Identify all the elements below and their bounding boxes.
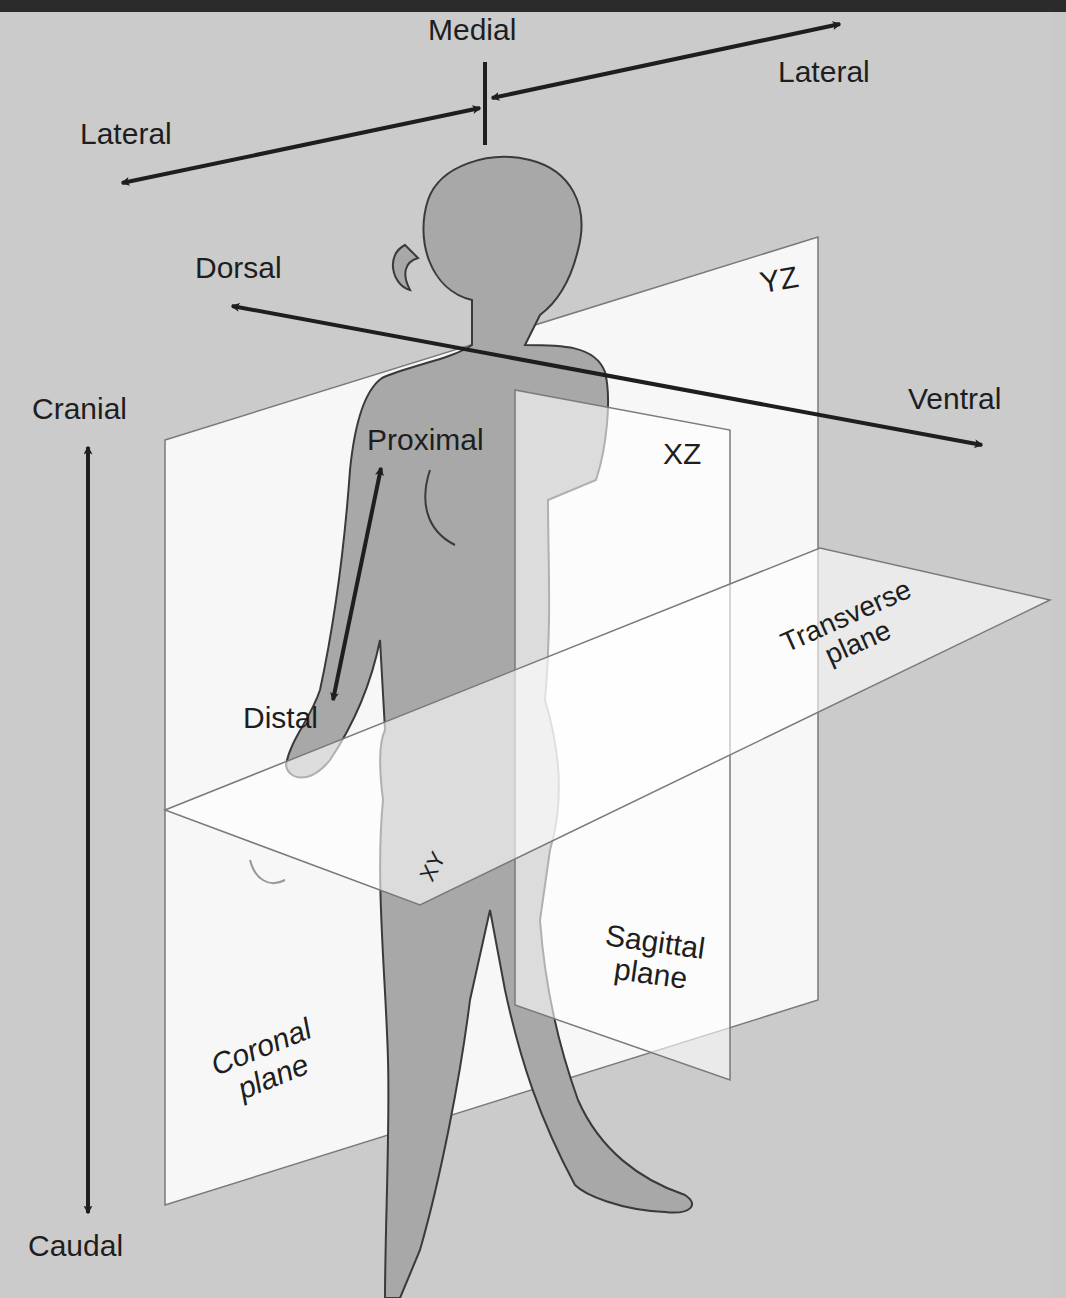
axis-label: XZ <box>663 438 701 470</box>
cranial-caudal-arrow <box>86 447 90 1213</box>
chest-line <box>425 470 455 545</box>
direction-label: Medial <box>428 14 516 46</box>
axis-label: YZ <box>758 261 801 299</box>
direction-label: Caudal <box>28 1230 123 1262</box>
hand <box>250 860 285 883</box>
ponytail <box>393 245 418 290</box>
direction-label: Lateral <box>80 118 172 150</box>
background <box>0 12 1052 1298</box>
proximal-distal-arrow <box>333 468 381 700</box>
top-bar <box>0 0 1066 12</box>
direction-label: Ventral <box>908 383 1001 415</box>
medial-tick <box>483 62 487 145</box>
lateral-arrow-left <box>122 108 480 183</box>
transverse-plane <box>165 548 1050 905</box>
dorsal-ventral-arrow <box>232 306 982 445</box>
direction-label: Distal <box>243 702 318 734</box>
direction-label: Lateral <box>778 56 870 88</box>
direction-label: Cranial <box>32 393 127 425</box>
direction-label: Dorsal <box>195 252 282 284</box>
direction-label: Proximal <box>367 424 484 456</box>
